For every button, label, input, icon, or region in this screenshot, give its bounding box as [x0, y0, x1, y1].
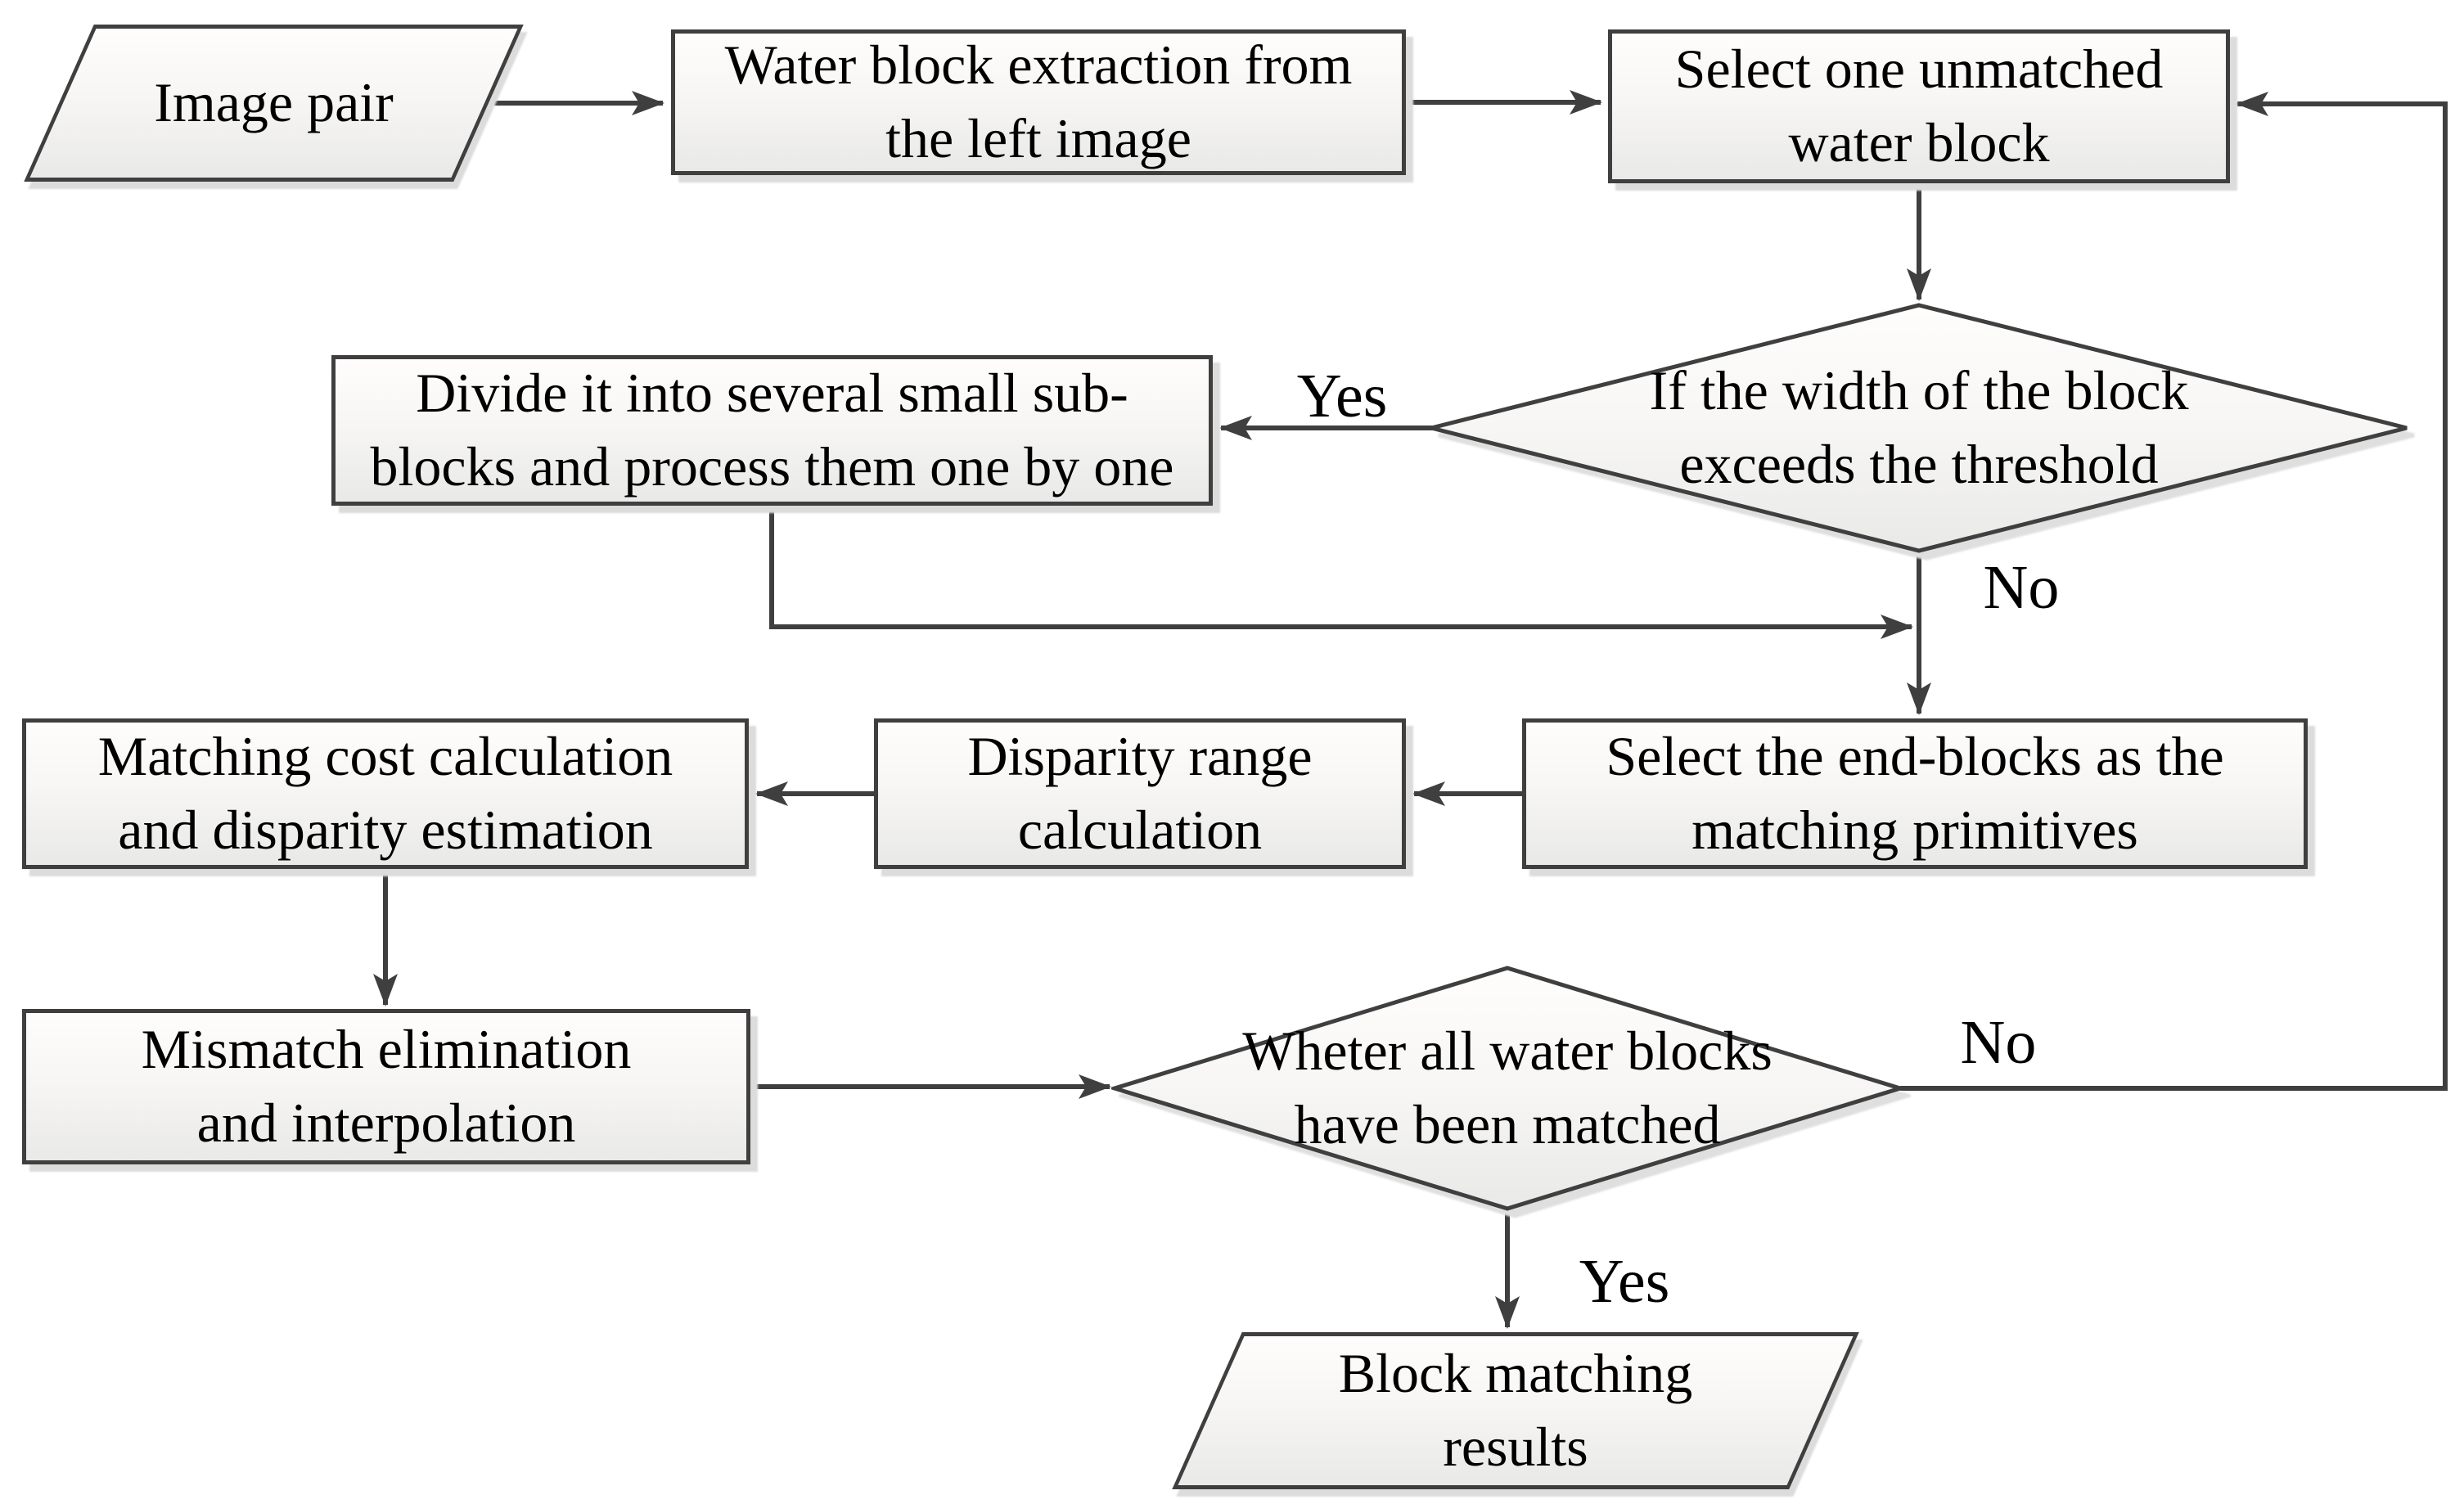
- node-label-block-matching-results: Block matching results: [1338, 1342, 1693, 1478]
- node-select-end-blocks: Select the end-blocks as the matching pr…: [1522, 718, 2308, 869]
- decision-label-width-threshold: If the width of the block exceeds the th…: [1649, 359, 2189, 495]
- node-image-pair: Image pair: [24, 25, 524, 182]
- edge-label-yes-divide: Yes: [1296, 362, 1388, 430]
- edge-label-no-width: No: [1983, 553, 2060, 622]
- node-select-unmatched-water-block: Select one unmatched water block: [1608, 29, 2230, 183]
- edge-label-yes-results: Yes: [1579, 1247, 1670, 1316]
- edge-label-no-loop: No: [1960, 1008, 2037, 1077]
- connector-divide-to-merge: [769, 507, 1913, 639]
- node-disparity-range: Disparity range calculation: [874, 718, 1406, 869]
- connector-matched-decision-no-loop: [1900, 92, 2448, 1091]
- node-label-divide-subblocks: Divide it into several small sub- blocks…: [370, 362, 1174, 498]
- decision-label-all-blocks-matched: Wheter all water blocks have been matche…: [1242, 1020, 1773, 1155]
- node-label-image-pair: Image pair: [154, 71, 394, 134]
- node-divide-subblocks: Divide it into several small sub- blocks…: [331, 355, 1213, 506]
- node-label-disparity-range: Disparity range calculation: [967, 725, 1313, 861]
- node-water-block-extraction: Water block extraction from the left ima…: [671, 29, 1406, 175]
- node-matching-cost: Matching cost calculation and disparity …: [22, 718, 749, 869]
- node-label-mismatch-elimination: Mismatch elimination and interpolation: [141, 1018, 632, 1154]
- decision-width-threshold: [1430, 303, 2408, 553]
- node-mismatch-elimination: Mismatch elimination and interpolation: [22, 1009, 750, 1164]
- node-label-select-unmatched: Select one unmatched water block: [1674, 38, 2164, 173]
- node-label-water-block-extraction: Water block extraction from the left ima…: [724, 34, 1353, 169]
- node-label-matching-cost: Matching cost calculation and disparity …: [97, 725, 673, 861]
- node-label-select-end-blocks: Select the end-blocks as the matching pr…: [1606, 725, 2224, 861]
- decision-all-blocks-matched: [1111, 966, 1903, 1211]
- node-block-matching-results: Block matching results: [1172, 1332, 1859, 1489]
